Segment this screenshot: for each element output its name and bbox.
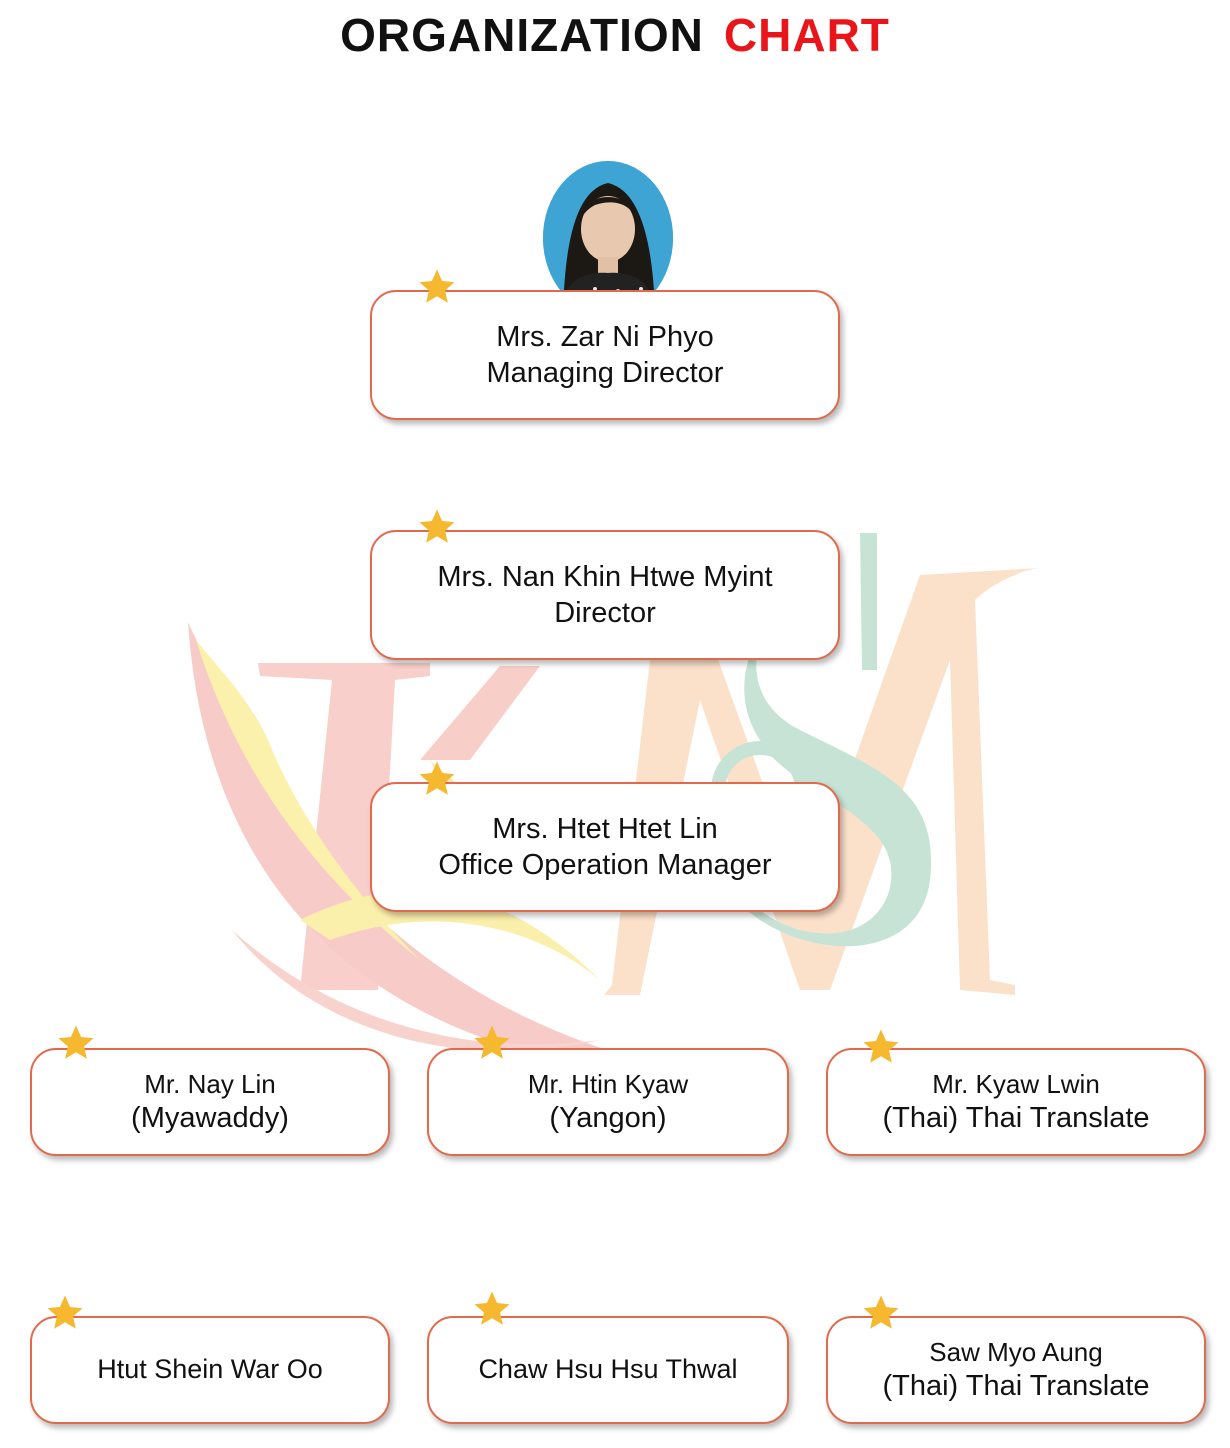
star-icon xyxy=(471,1022,513,1064)
star-icon xyxy=(416,266,458,308)
node-name: Saw Myo Aung xyxy=(929,1336,1103,1367)
node-managing-director: Mrs. Zar Ni Phyo Managing Director xyxy=(370,290,840,420)
star-icon xyxy=(471,1288,513,1330)
node-name: Mrs. Nan Khin Htwe Myint xyxy=(437,560,773,593)
node-role: Office Operation Manager xyxy=(438,849,772,881)
star-icon xyxy=(416,758,458,800)
node-staff-chaw-hsu-hsu-thwal: Chaw Hsu Hsu Thwal xyxy=(427,1316,789,1424)
node-name: Mr. Kyaw Lwin xyxy=(932,1068,1100,1099)
node-office-operation-manager: Mrs. Htet Htet Lin Office Operation Mana… xyxy=(370,782,840,912)
node-staff-htut-shein-war-oo: Htut Shein War Oo xyxy=(30,1316,390,1424)
node-name: Mrs. Zar Ni Phyo xyxy=(496,320,714,353)
node-name: Htut Shein War Oo xyxy=(97,1354,323,1385)
node-staff-thai-translate: Mr. Kyaw Lwin (Thai) Thai Translate xyxy=(826,1048,1206,1156)
node-name: Mr. Nay Lin xyxy=(144,1068,276,1099)
node-director: Mrs. Nan Khin Htwe Myint Director xyxy=(370,530,840,660)
node-name: Mrs. Htet Htet Lin xyxy=(492,812,718,845)
title-word-organization: ORGANIZATION xyxy=(340,9,704,61)
node-name: Chaw Hsu Hsu Thwal xyxy=(478,1354,738,1385)
page-title: ORGANIZATION CHART xyxy=(0,8,1230,62)
node-staff-saw-myo-aung: Saw Myo Aung (Thai) Thai Translate xyxy=(826,1316,1206,1424)
star-icon xyxy=(55,1022,97,1064)
title-word-chart: CHART xyxy=(723,9,890,61)
node-location: (Thai) Thai Translate xyxy=(882,1102,1150,1135)
node-location: (Yangon) xyxy=(549,1102,667,1135)
node-staff-yangon: Mr. Htin Kyaw (Yangon) xyxy=(427,1048,789,1156)
node-role: Director xyxy=(554,597,656,629)
star-icon xyxy=(44,1292,86,1334)
node-role: Managing Director xyxy=(486,357,724,389)
node-location: (Myawaddy) xyxy=(131,1102,289,1135)
star-icon xyxy=(416,506,458,548)
managing-director-photo xyxy=(543,161,673,315)
node-location: (Thai) Thai Translate xyxy=(882,1370,1150,1403)
star-icon xyxy=(860,1292,902,1334)
node-name: Mr. Htin Kyaw xyxy=(527,1068,689,1099)
star-icon xyxy=(860,1026,902,1068)
node-staff-myawaddy: Mr. Nay Lin (Myawaddy) xyxy=(30,1048,390,1156)
